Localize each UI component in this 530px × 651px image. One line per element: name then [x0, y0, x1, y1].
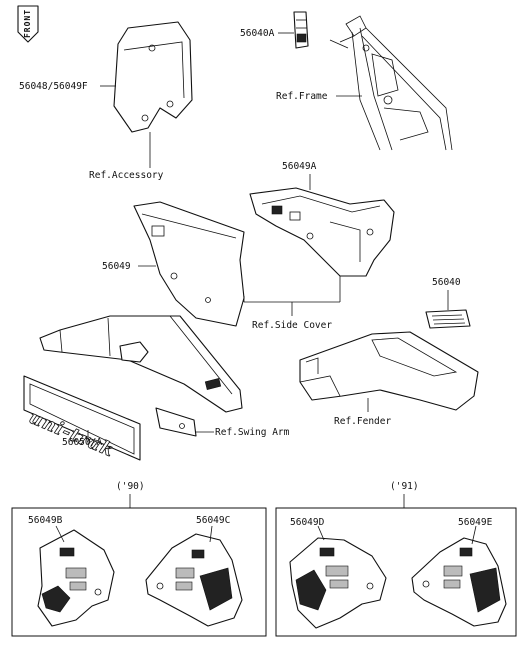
label-56048-56049f: 56048/56049F: [19, 81, 88, 92]
label-ref-swing-arm: Ref.Swing Arm: [215, 427, 290, 438]
shroud-decal-56049b-part: [37, 529, 115, 627]
shroud-decal-56049c-part: [145, 533, 243, 627]
frame-decal-part: [293, 11, 309, 49]
shroud-decal-56049d-part: [289, 537, 387, 629]
label-56049d: 56049D: [290, 517, 325, 528]
label-ref-accessory: Ref.Accessory: [89, 170, 164, 181]
number-plate-part: [113, 21, 193, 133]
label-year-90: ('90): [116, 481, 145, 492]
label-56049c: 56049C: [196, 515, 231, 526]
label-56050-a: 56050/A: [62, 437, 103, 448]
uni-trak-decal-part: [23, 375, 141, 461]
label-56049e: 56049E: [458, 517, 493, 528]
rear-fender-part: [299, 331, 479, 411]
front-label: FRONT: [23, 8, 33, 39]
side-cover-right-part: [249, 187, 395, 277]
label-56040: 56040: [432, 277, 461, 288]
label-56049: 56049: [102, 261, 131, 272]
swing-arm-part: [39, 315, 243, 437]
label-year-91: ('91): [390, 481, 419, 492]
frame-part: [329, 15, 453, 151]
panel-1990: [11, 507, 267, 637]
side-cover-left-part: [133, 201, 245, 327]
label-56040a: 56040A: [240, 28, 275, 39]
label-56049a: 56049A: [282, 161, 317, 172]
label-ref-side-cover: Ref.Side Cover: [252, 320, 333, 331]
warning-label-part: [425, 309, 471, 329]
label-ref-frame: Ref.Frame: [276, 91, 328, 102]
front-arrow-icon: [17, 5, 39, 43]
shroud-decal-56049e-part: [411, 537, 507, 627]
panel-1991: [275, 507, 517, 637]
label-56049b: 56049B: [28, 515, 63, 526]
label-ref-fender: Ref.Fender: [334, 416, 392, 427]
